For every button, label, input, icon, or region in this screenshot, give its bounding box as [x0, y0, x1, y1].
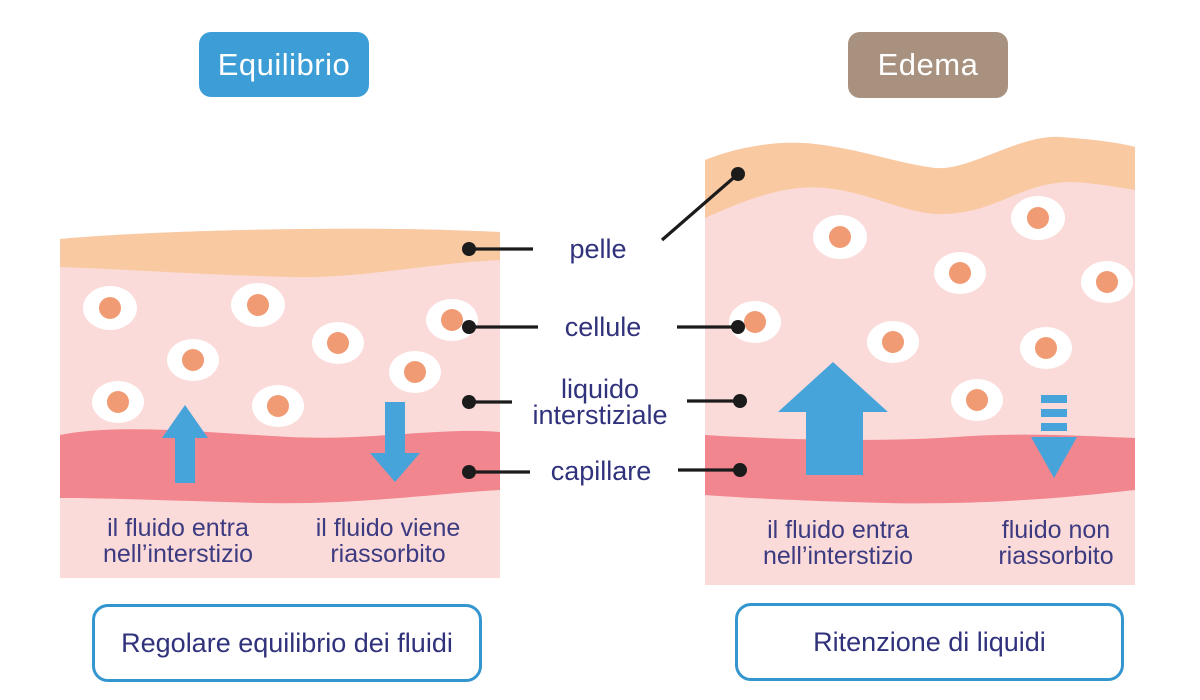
label-pelle: pelle — [569, 234, 627, 264]
caption-left-fluid-in: il fluido entra nell’interstizio — [103, 515, 253, 567]
caption-line: riassorbito — [330, 540, 446, 568]
cell — [934, 252, 986, 294]
label-cellule: cellule — [564, 312, 642, 342]
label-liquido-line2: interstiziale — [532, 400, 668, 430]
caption-line: il fluido entra — [107, 514, 249, 542]
equilibrio-skin-diagram — [60, 228, 500, 578]
label-liquido-line1: liquido — [560, 374, 640, 404]
cells-group — [83, 283, 478, 427]
fluid-in-large-up-arrow — [778, 362, 888, 475]
fluid-blocked-dashed-down-arrow — [1031, 395, 1077, 478]
skin-layer-swollen — [705, 136, 1135, 218]
edema-badge: Edema — [848, 32, 1008, 98]
skin-layer — [60, 228, 500, 278]
cell — [1011, 196, 1065, 240]
cell — [1081, 261, 1133, 303]
cell — [951, 379, 1003, 421]
caption-line: fluido non — [1001, 516, 1111, 544]
edema-skin-diagram — [705, 136, 1135, 585]
cell — [92, 381, 144, 423]
caption-line: riassorbito — [998, 542, 1114, 570]
caption-right-fluid-not-reabsorbed: fluido non riassorbito — [998, 517, 1113, 569]
caption-line: nell’interstizio — [102, 540, 254, 568]
cell — [83, 286, 137, 330]
cell — [312, 322, 364, 364]
label-capillare: capillare — [550, 456, 652, 486]
cell — [231, 283, 285, 327]
label-liquido-interstiziale: liquido interstiziale — [532, 374, 668, 430]
fluid-in-up-arrow — [162, 405, 208, 483]
summary-box-equilibrio: Regolare equilibrio dei fluidi — [92, 604, 482, 682]
caption-right-fluid-in: il fluido entra nell’interstizio — [763, 517, 913, 569]
cell — [389, 351, 441, 393]
caption-line: nell’interstizio — [762, 542, 914, 570]
cells-group — [729, 196, 1133, 421]
caption-line: il fluido entra — [767, 516, 909, 544]
cell — [867, 321, 919, 363]
equilibrio-badge: Equilibrio — [199, 32, 369, 97]
caption-line: il fluido viene — [315, 514, 461, 542]
cell — [167, 339, 219, 381]
summary-box-edema: Ritenzione di liquidi — [735, 603, 1124, 681]
capillary-band — [60, 429, 500, 504]
cell — [426, 299, 478, 341]
cell — [1020, 327, 1072, 369]
fluid-out-down-arrow — [370, 402, 420, 482]
caption-left-fluid-out: il fluido viene riassorbito — [316, 515, 461, 567]
cell — [813, 215, 867, 259]
cell — [252, 385, 304, 427]
cell — [729, 301, 781, 343]
